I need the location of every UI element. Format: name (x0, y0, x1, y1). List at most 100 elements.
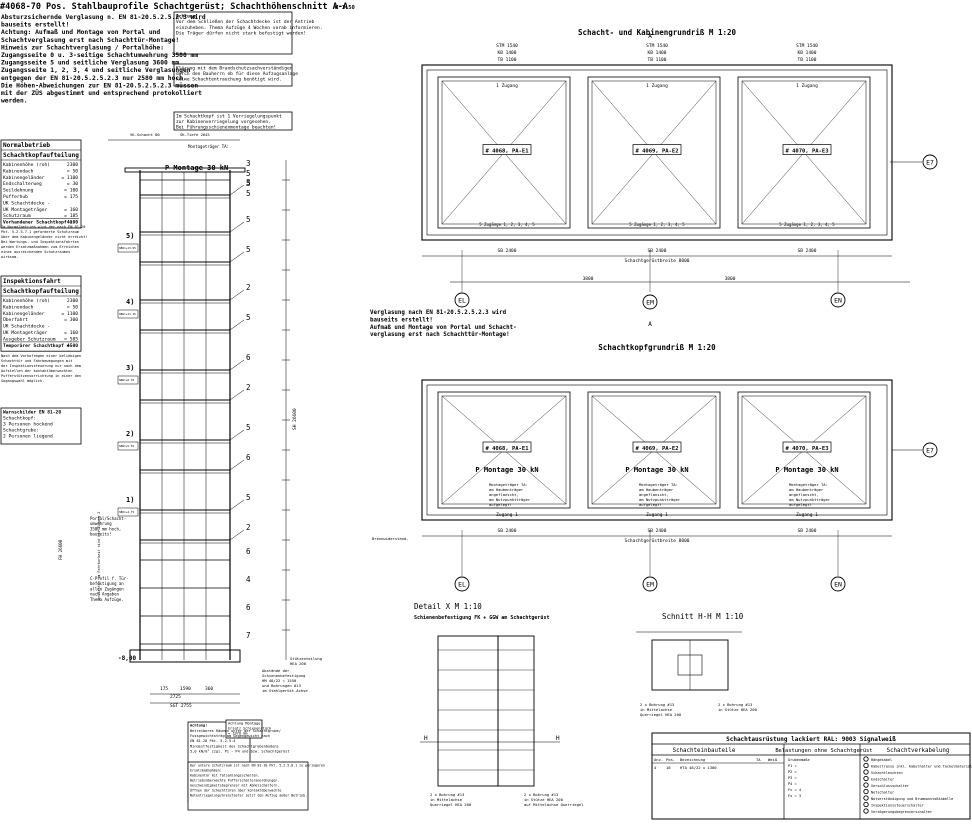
glazing-right: bauseits erstellt! (370, 317, 433, 323)
table-normal-row-label: Kabinendach (3, 168, 34, 174)
cprofil-note: C-Profil f. Tür- (90, 576, 129, 581)
detail-x-title: Detail X M 1:10 (414, 602, 482, 611)
detail-x-note-a: Querriegel HEA 200 (430, 802, 472, 807)
axis-el-top-label: EL (458, 297, 466, 305)
warnschilder-box: Warnschilder EN 81-20 (3, 410, 61, 416)
glazing-right: Aufmaß und Montage von Portal und Schach… (370, 325, 517, 331)
plan-top-zugang: 1 Zugang (496, 83, 518, 89)
table-normal-row-label: UK Schachtdecke - (3, 200, 50, 206)
plan-top-zugang: 1 Zugang (646, 83, 668, 89)
table-normal-row-label: UK Montageträger (3, 207, 47, 213)
plan-kopf-montagetraeger: am Nutzpunktträger (789, 497, 831, 502)
bottom-dim: 2725 (170, 694, 181, 700)
achtung-bottom: Betreiberes Räumen unter der Schachtgrub… (190, 729, 281, 733)
glazing-note: Hinweis zur Schachtverglasung / Portalhö… (1, 43, 164, 51)
plan-kopf-montagetraeger: Montageträger TA: (639, 482, 678, 487)
portal-note: 3500 mm hoch, (90, 526, 121, 531)
level-mark: 5) (126, 232, 134, 240)
plan-kopf-title: Schachtkopfgrundriß M 1:20 (598, 343, 716, 352)
plan-top-car-frame (737, 76, 871, 229)
glazing-note: werden. (1, 98, 28, 105)
plan-top-zugang: 1 Zugang (796, 83, 818, 89)
title-block-col1: Schachteinbauteile (673, 748, 736, 754)
achtung-note: einzuheben. Thema Aufzüge 4 Wochen vorab… (176, 25, 323, 31)
bottom-dim: SGT 2755 (170, 703, 192, 709)
level-box (117, 375, 139, 385)
plan-kopf-montagetraeger: Montageträger TA: (489, 482, 528, 487)
plan-top-car-frame (437, 76, 571, 229)
detail-x-note-b: 2 x Bohrung #13 (524, 792, 558, 797)
glazing-note: mit der ZÜS abgestimmt und entsprechend … (1, 88, 202, 97)
dim-3800: 3800 (725, 276, 736, 282)
table-normal-row-label: Vorhandener Schachtkopf = (3, 220, 72, 226)
axis-en-top-label: EN (834, 297, 842, 305)
portal-note: Portal/Schacht- (90, 516, 126, 521)
title-block-load: P3 = (788, 776, 797, 780)
p-montage-elevation: P Montage 30 kN (165, 164, 228, 172)
title-block-row: HTA 48/22 x 1300 (680, 765, 717, 770)
plan-kopf-inner (426, 384, 888, 516)
title-block-cabling: Hängekabel (871, 758, 892, 762)
plan-top-tb: TB 1100 (648, 57, 667, 63)
cprofil-note: nach Angaben (90, 592, 119, 597)
plan-top-car-tag (632, 144, 682, 155)
table-normal-row-value: = 175 (64, 194, 78, 200)
plan-top-zugang-bottom: 5 Zugänge 1, 2, 3, 4, 5 (629, 222, 685, 227)
table-normal-row-value: = 50 (67, 168, 78, 174)
axis-el-bottom-bubble (454, 576, 470, 592)
title-block-header: Schachtausrüstung lackiert RAL: 9003 Sig… (726, 736, 896, 743)
table-inspektion-row-value: = 50 (67, 304, 78, 310)
title-block-load: Fx = 3 (788, 794, 801, 798)
table-inspektion-row-label: Temporärer Schachtkopf = (3, 343, 70, 349)
warnschilder-box-frame (0, 407, 82, 445)
normal-note: eines ausreichenden Schutzraumes (1, 250, 70, 254)
schnitt-note-a: 2 x Bohrung #13 (640, 702, 674, 707)
table-normal-row-value: = 30 (67, 181, 78, 187)
cabling-bullet (863, 769, 869, 775)
plan-kopf-p-montage: P Montage 30 kN (625, 466, 688, 474)
inspektion-note: Pufferstützenvorrichtung in einer den (1, 374, 81, 378)
title-block-cabling: Kabeltrasse inkl. Kabelhalter und Tackel… (871, 765, 972, 769)
pos-number: 6 (246, 603, 251, 612)
level-mark: 4) (126, 298, 134, 306)
portal-note: bauseits! (90, 532, 112, 537)
table-inspektion-row-label: UK Schachtdecke - (3, 324, 50, 330)
pos-number: 5 (246, 215, 251, 224)
pos-number: 2 (246, 383, 251, 392)
leader (229, 221, 245, 233)
normal-note: Bei Wartungs- und Inspektionsfahrten (1, 240, 79, 244)
plan-top-tb: TB 1100 (498, 57, 517, 63)
achtung-note: Die Träger dürfen nicht stark befestigt … (176, 30, 306, 36)
pos-number: 5 (246, 179, 251, 188)
cabling-bullet (863, 808, 869, 814)
inspektion-note: Nach dem Vorhofrmgen einer beliebigen (1, 354, 81, 358)
title-block-cabling: Schachtleuchten (871, 771, 903, 775)
table-inspektion-row-value: = 300 (64, 317, 78, 323)
glazing-note: Achtung: Aufmaß und Montage von Portal u… (1, 29, 160, 36)
plan-top-stm: STM 1540 (796, 43, 818, 49)
elev-mt: Montageträger TA: (188, 144, 229, 149)
title-block-load: P4 = (788, 782, 797, 786)
pos-number: 6 (246, 547, 251, 556)
table-normal-row-label: Endschalterweg (3, 181, 42, 187)
inspektion-note: Schachttür und Fahrbewegungen mit (1, 359, 72, 363)
schachtkopf-note: Bei Führungsschienenmontage beachten! (176, 125, 276, 131)
plan-kopf-car-frame (737, 391, 871, 509)
plan-kopf-montagetraeger: angeflanscht, (789, 492, 819, 497)
bottom-dim: 175 (160, 686, 168, 692)
bottom-dim: 360 (205, 686, 213, 692)
plan-kopf-car-tag (482, 441, 532, 453)
pos-number: 2 (246, 523, 251, 532)
plan-top-inner (426, 69, 888, 236)
table-normal-title: Normalbetrieb (3, 142, 50, 149)
table-inspektion-row-label: Ausgeber Schutzraum (3, 336, 56, 342)
warnschilder-box: Schachtkopf: (3, 416, 36, 422)
stuetzen-note: HEA 200 (290, 661, 307, 666)
detail-x-note-b: auf Mittelachse Querriegel (524, 802, 583, 807)
dim-3800: 3800 (583, 276, 594, 282)
pos-number: 3 (246, 159, 251, 168)
table-inspektion-row-value: 4500 (67, 343, 78, 349)
title-block-cabling: Inspektionssteuerschalter (871, 804, 924, 808)
title-block-col2: Belastungen ohne Schachtgerüst (775, 748, 872, 754)
